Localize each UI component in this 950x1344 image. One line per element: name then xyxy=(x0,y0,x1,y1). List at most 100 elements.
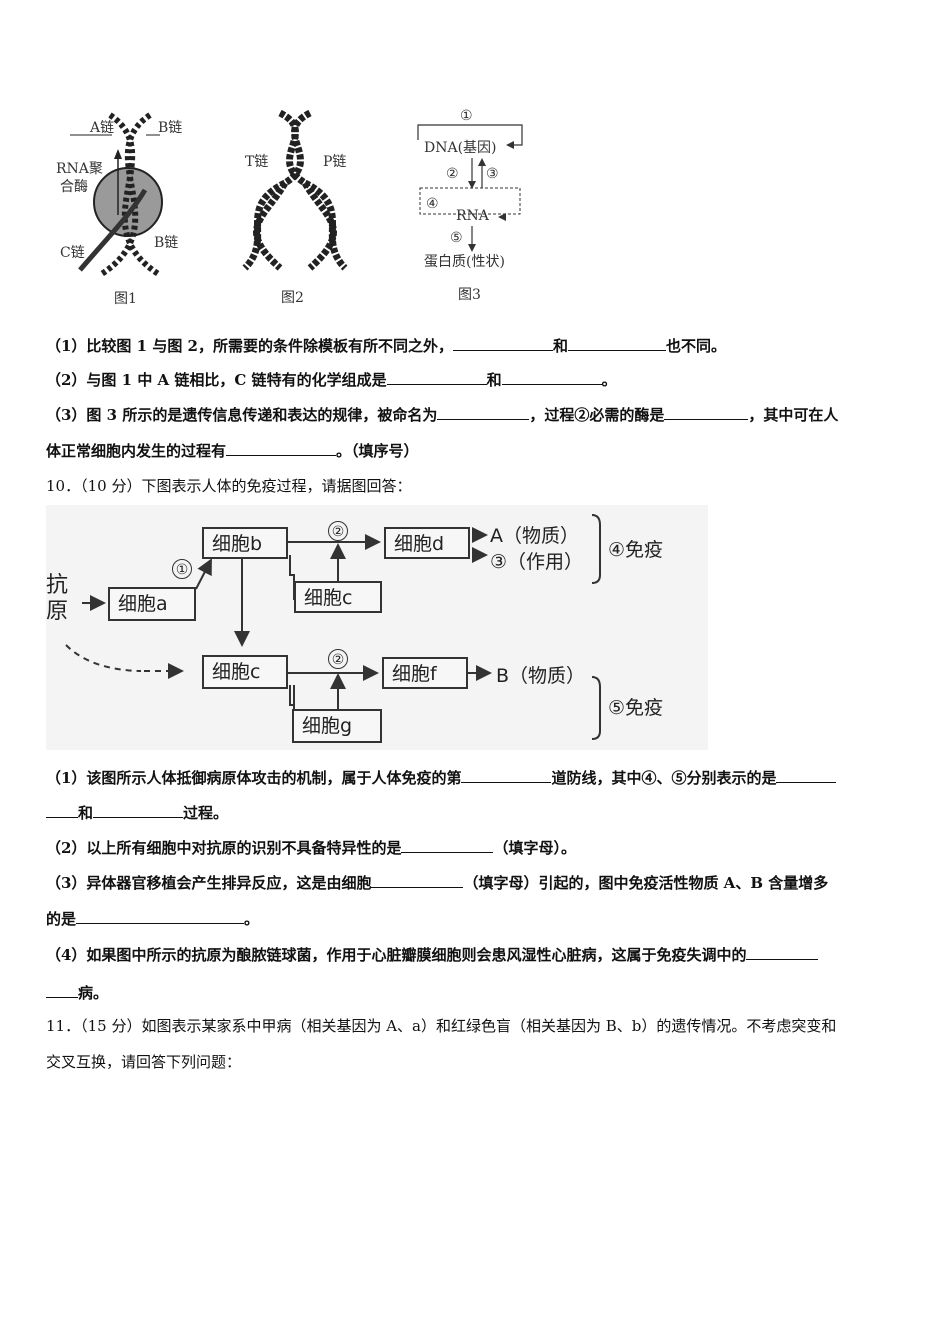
q10-p1a: （1）该图所示人体抵御病原体攻击的机制，属于人体免疫的第 xyxy=(46,769,462,787)
q11-stem-line2: 交叉互换，请回答下列问题： xyxy=(46,1052,906,1072)
answer-blank[interactable] xyxy=(452,336,553,351)
q9-part2: （2）与图 1 中 A 链相比，C 链特有的化学组成是 和 。 xyxy=(46,370,906,390)
q10-stem-text: 10．（10 分）下图表示人体的免疫过程，请据图回答： xyxy=(46,477,412,495)
immunity-5-label: ⑤免疫 xyxy=(608,697,664,719)
q10-part3-line2: 的是 。 xyxy=(46,909,906,929)
fig3-mark-5: ⑤ xyxy=(450,230,463,246)
fig3-node-dna: DNA(基因) xyxy=(424,139,497,156)
answer-blank[interactable] xyxy=(437,405,530,420)
cell-d-box: 细胞d xyxy=(384,527,470,559)
substance-a-label: A（物质） xyxy=(490,525,579,547)
q9-p1-and: 和 xyxy=(552,337,568,355)
process-2-top-mark: ② xyxy=(328,521,348,541)
q9-p3a: （3）图 3 所示的是遗传信息传递和表达的规律，被命名为 xyxy=(46,406,438,424)
q9-p2-end: 。 xyxy=(601,371,617,389)
cell-a-box: 细胞a xyxy=(108,587,196,621)
mark-2-top-label: ② xyxy=(328,519,348,541)
q10-part3-line1: （3）异体器官移植会产生排异反应，这是由细胞 （填字母）引起的，图中免疫活性物质 … xyxy=(46,873,906,893)
process-1-mark: ① xyxy=(172,559,192,579)
figure-2-replication: T链 P链 图2 xyxy=(242,109,348,306)
fig3-mark-3: ③ xyxy=(486,166,499,182)
fig3-node-protein: 蛋白质(性状) xyxy=(424,254,505,270)
q10-p4b: 病。 xyxy=(78,984,109,1002)
immunity-4-label: ④免疫 xyxy=(608,539,664,561)
cell-f-box: 细胞f xyxy=(382,657,468,689)
q10-part4-line2: 病。 xyxy=(46,983,906,1003)
mark-1-label: ① xyxy=(172,557,192,579)
fig3-node-rna: RNA xyxy=(456,208,490,224)
fig2-caption: 图2 xyxy=(281,290,304,306)
q9-p2-and: 和 xyxy=(486,371,502,389)
fig1-label-b-chain-bottom: B链 xyxy=(154,235,178,251)
answer-blank[interactable] xyxy=(664,405,749,420)
q10-p2a: （2）以上所有细胞中对抗原的识别不具备特异性的是 xyxy=(46,839,402,857)
fig2-label-t-chain: T链 xyxy=(245,154,268,170)
fig1-label-rna-poly-1: RNA聚 xyxy=(56,161,103,177)
q9-part3-line2: 体正常细胞内发生的过程有 。（填序号） xyxy=(46,441,906,461)
q9-p3b: ，过程②必需的酶是 xyxy=(529,406,665,424)
cell-b-box: 细胞b xyxy=(202,527,288,559)
q9-p3d: 体正常细胞内发生的过程有 xyxy=(46,442,227,460)
answer-blank[interactable] xyxy=(93,803,184,818)
effect-3-label: ③（作用） xyxy=(490,551,584,573)
q11-stem-line1: 11．（15 分）如图表示某家系中甲病（相关基因为 A、a）和红绿色盲（相关基因… xyxy=(46,1016,906,1036)
q10-p1b: 道防线，其中④、⑤分别表示的是 xyxy=(551,769,777,787)
q10-p3c: 的是 xyxy=(46,910,77,928)
answer-blank[interactable] xyxy=(46,983,78,998)
q9-p2-text: （2）与图 1 中 A 链相比，C 链特有的化学组成是 xyxy=(46,371,387,389)
immune-process-diagram: 抗 原 细胞a 细胞b 细胞c 细胞d 细胞c 细胞g 细胞f ① ② ② A（… xyxy=(46,505,708,750)
q9-p1-text: （1）比较图 1 与图 2，所需要的条件除模板有所不同之外， xyxy=(46,337,453,355)
q10-p1c: 和 xyxy=(78,804,94,822)
q10-p3b: （填字母）引起的，图中免疫活性物质 A、B 含量增多 xyxy=(463,874,829,892)
q9-part1: （1）比较图 1 与图 2，所需要的条件除模板有所不同之外， 和 也不同。 xyxy=(46,336,906,356)
fig3-caption: 图3 xyxy=(458,287,481,303)
diagram-arrows xyxy=(65,514,601,740)
q9-p1-end: 也不同。 xyxy=(666,337,727,355)
answer-blank[interactable] xyxy=(501,370,602,385)
answer-blank[interactable] xyxy=(776,768,837,783)
q10-p3a: （3）异体器官移植会产生排异反应，这是由细胞 xyxy=(46,874,372,892)
figure-1-transcription: A链 B链 RNA聚 合酶 C链 B链 图1 xyxy=(56,112,182,307)
q10-p1d: 过程。 xyxy=(183,804,229,822)
fig3-mark-1: ① xyxy=(460,108,473,124)
fig1-label-b-chain-top: B链 xyxy=(158,120,182,136)
cell-c-bottom-box: 细胞c xyxy=(202,655,288,689)
answer-blank[interactable] xyxy=(46,803,78,818)
answer-blank[interactable] xyxy=(386,370,487,385)
q10-part2: （2）以上所有细胞中对抗原的识别不具备特异性的是 （填字母）。 xyxy=(46,838,906,858)
antigen-char-2: 原 xyxy=(46,599,69,624)
q10-stem: 10．（10 分）下图表示人体的免疫过程，请据图回答： xyxy=(46,476,906,496)
fig1-caption: 图1 xyxy=(114,291,137,307)
q9-p3e: 。（填序号） xyxy=(336,442,419,460)
answer-blank[interactable] xyxy=(401,838,494,853)
q11-stem2: 交叉互换，请回答下列问题： xyxy=(46,1053,242,1071)
figure-3-central-dogma: ① DNA(基因) ② ③ ④ RNA ⑤ 蛋白质(性状) 图3 xyxy=(417,108,523,303)
answer-blank[interactable] xyxy=(371,873,464,888)
answer-blank[interactable] xyxy=(568,336,666,351)
q10-part1-line1: （1）该图所示人体抵御病原体攻击的机制，属于人体免疫的第 道防线，其中④、⑤分别表… xyxy=(46,768,906,788)
q11-stem1: 11．（15 分）如图表示某家系中甲病（相关基因为 A、a）和红绿色盲（相关基因… xyxy=(46,1017,837,1035)
cell-c-top-box: 细胞c xyxy=(294,581,382,613)
q9-part3-line1: （3）图 3 所示的是遗传信息传递和表达的规律，被命名为 ，过程②必需的酶是 ，其中… xyxy=(46,405,906,425)
process-2-bottom-mark: ② xyxy=(328,649,348,669)
q10-p3d: 。 xyxy=(244,910,260,928)
q9-p3c: ，其中可在人 xyxy=(748,406,839,424)
q10-p2b: （填字母）。 xyxy=(493,839,576,857)
answer-blank[interactable] xyxy=(461,768,552,783)
fig1-label-c-chain: C链 xyxy=(60,245,85,261)
fig3-mark-4: ④ xyxy=(426,196,439,212)
q10-p4a: （4）如果图中所示的抗原为酿脓链球菌，作用于心脏瓣膜细胞则会患风湿性心脏病，这属… xyxy=(46,946,747,964)
answer-blank[interactable] xyxy=(226,441,337,456)
fig2-label-p-chain: P链 xyxy=(323,154,346,170)
cell-g-box: 细胞g xyxy=(292,709,382,743)
answer-blank[interactable] xyxy=(746,945,819,960)
antigen-char-1: 抗 xyxy=(46,573,69,598)
fig1-label-rna-poly-2: 合酶 xyxy=(60,179,88,195)
mark-2-bottom-label: ② xyxy=(328,647,348,669)
answer-blank[interactable] xyxy=(76,909,245,924)
fig3-mark-2: ② xyxy=(446,166,459,182)
antigen-label: 抗 原 xyxy=(46,573,68,625)
fig1-label-a-chain: A链 xyxy=(89,120,114,136)
substance-b-label: B（物质） xyxy=(496,665,586,687)
